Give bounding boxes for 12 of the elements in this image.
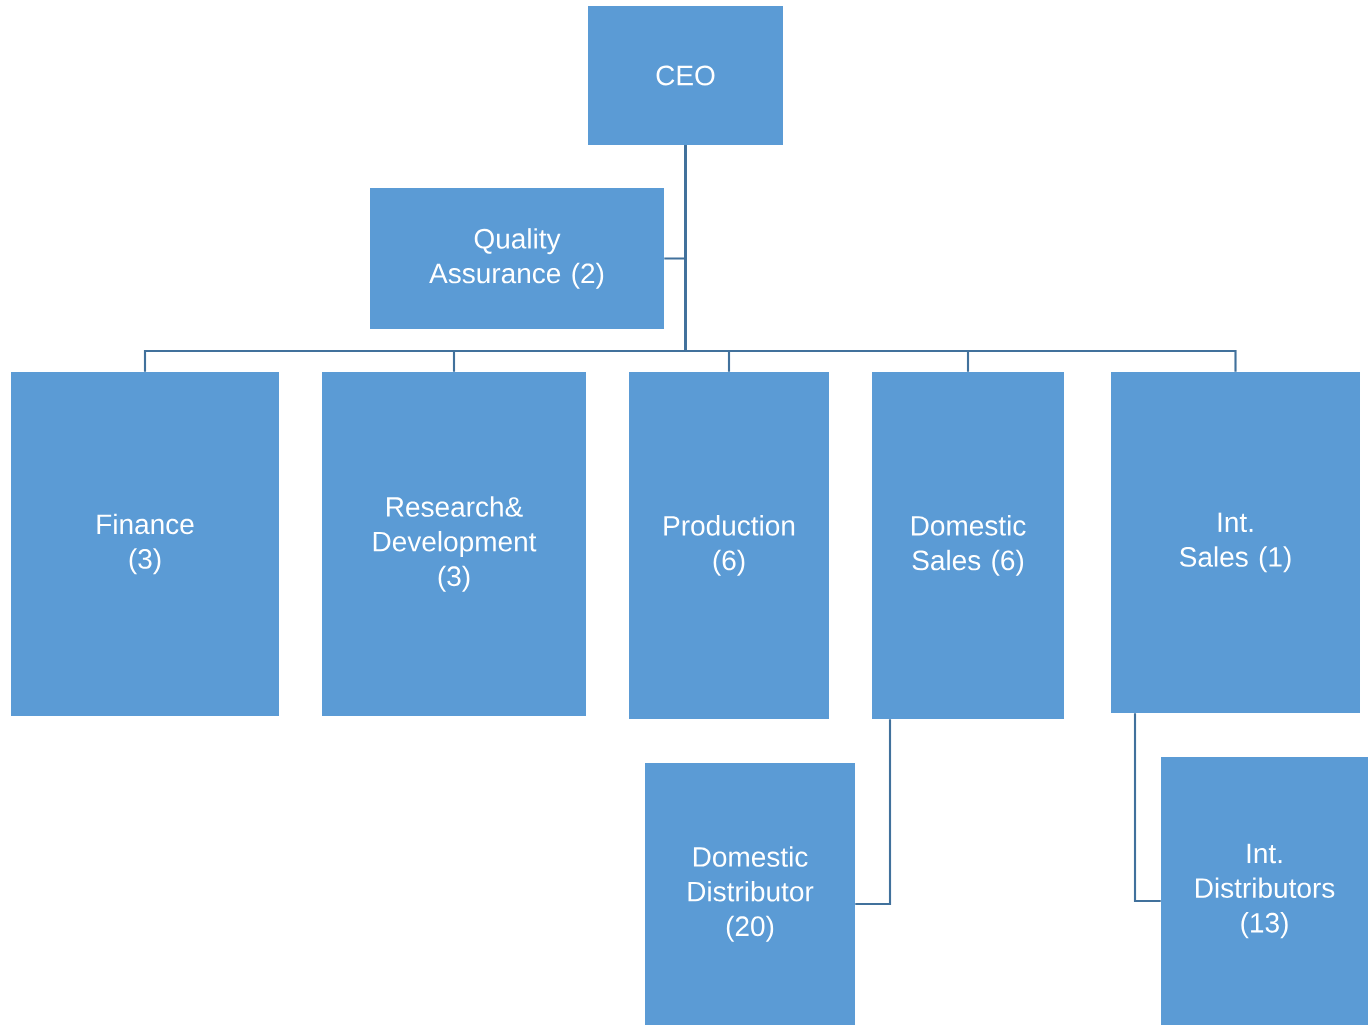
org-box: Production (6) (629, 372, 829, 719)
org-box: Domestic Sales (6) (872, 372, 1064, 719)
connector-line (1133, 713, 1161, 903)
org-box: CEO (588, 6, 783, 145)
org-box: Domestic Distributor (20) (645, 763, 855, 1025)
org-box: Int. Sales (1) (1111, 372, 1360, 713)
connector-line (684, 145, 1237, 372)
connector-line (855, 719, 892, 906)
org-box: Finance (3) (11, 372, 279, 716)
org-box: Quality Assurance (2) (370, 188, 664, 329)
org-box: Research& Development (3) (322, 372, 586, 716)
org-box: Int. Distributors (13) (1161, 757, 1368, 1025)
